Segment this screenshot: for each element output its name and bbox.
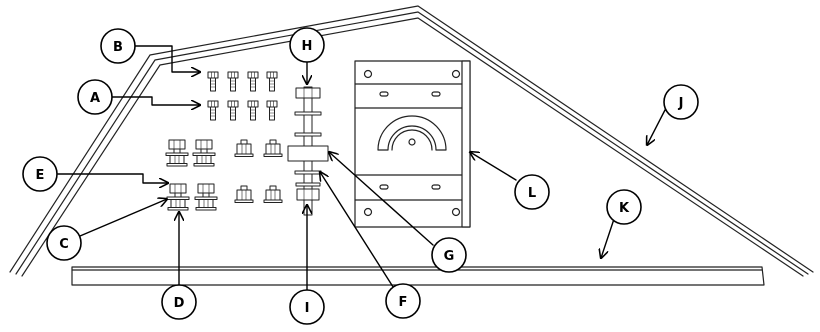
svg-text:L: L <box>528 186 536 201</box>
svg-text:C: C <box>59 237 69 252</box>
callout-D: D <box>161 284 197 320</box>
svg-text:K: K <box>619 201 630 216</box>
roof-frame <box>9 5 814 277</box>
svg-text:I: I <box>305 301 310 316</box>
nut-stack-row-upper <box>165 139 283 167</box>
bracket-plate <box>354 60 471 228</box>
svg-text:F: F <box>399 295 408 310</box>
svg-text:J: J <box>678 96 684 111</box>
callout-G: G <box>431 237 467 273</box>
nut-stack-row-lower <box>166 183 283 211</box>
callout-A: A <box>77 79 113 115</box>
callout-I: I <box>289 289 325 325</box>
callout-F: F <box>385 283 421 319</box>
svg-text:D: D <box>174 296 185 311</box>
callout-B: B <box>100 28 136 64</box>
bolt-row-a <box>207 100 278 121</box>
svg-text:G: G <box>444 249 455 264</box>
svg-text:E: E <box>36 168 45 183</box>
stud-assembly <box>287 86 329 216</box>
callout-H: H <box>289 27 325 63</box>
callout-L: L <box>514 174 550 210</box>
svg-text:H: H <box>302 39 313 54</box>
leader-lines <box>57 45 666 295</box>
svg-text:A: A <box>90 91 100 106</box>
svg-text:B: B <box>113 40 123 55</box>
callout-E: E <box>22 156 58 192</box>
callout-K: K <box>606 189 642 225</box>
callout-J: J <box>663 84 699 120</box>
callout-C: C <box>46 225 82 261</box>
bolt-row-b <box>207 71 278 92</box>
base-rail <box>71 266 765 286</box>
